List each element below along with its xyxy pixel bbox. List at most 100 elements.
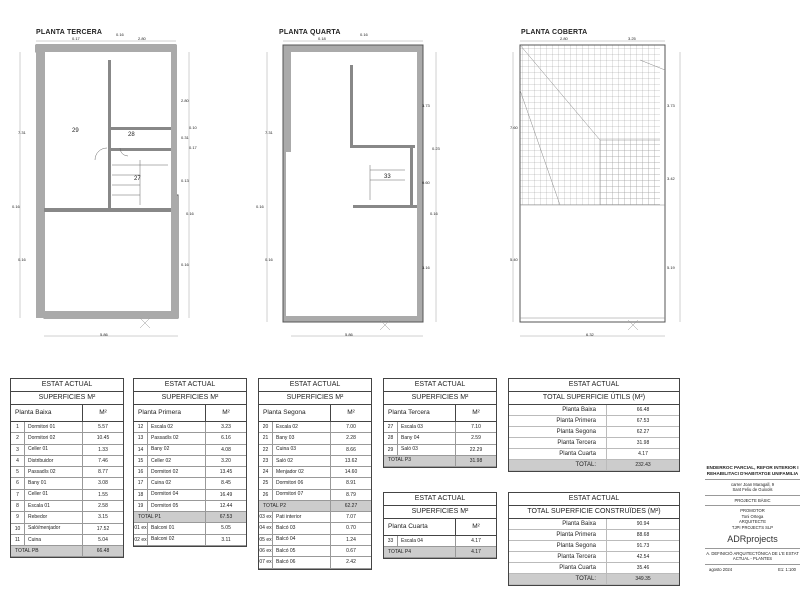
room-area: 17.52 bbox=[82, 523, 123, 534]
room-id: 5 bbox=[11, 467, 25, 478]
floor-area: 67.53 bbox=[606, 416, 679, 426]
room-id: 18 bbox=[134, 489, 148, 501]
total-label: TOTAL: bbox=[575, 462, 596, 468]
room-name: Dormitori 05 bbox=[151, 502, 179, 509]
room-area: 1.55 bbox=[82, 489, 123, 501]
table-header: ESTAT ACTUAL bbox=[384, 493, 496, 506]
room-id: 21 bbox=[259, 433, 273, 444]
dimension-label: 0.16 bbox=[265, 257, 273, 262]
dimension-label: 0.23 bbox=[432, 146, 440, 151]
architects-name: TJPI PROJECTS SLP bbox=[731, 524, 774, 530]
room-area: 13.45 bbox=[205, 467, 246, 478]
room-area: 5.04 bbox=[82, 534, 123, 546]
total-label: TOTAL P4 bbox=[388, 548, 411, 555]
room-area: 7.07 bbox=[330, 512, 371, 523]
brand-logo: ADRprojects bbox=[727, 534, 778, 545]
room-id: 33 bbox=[384, 536, 398, 547]
room-id: 20 bbox=[259, 422, 273, 433]
room-area: 10.45 bbox=[82, 433, 123, 444]
room-area: 2.42 bbox=[330, 557, 371, 568]
room-name: Cuina 02 bbox=[151, 480, 172, 487]
dimension-label: 0.10 bbox=[189, 125, 197, 130]
room-name: Bany 02 bbox=[151, 446, 170, 453]
title-block: ENDERROC PARCIAL, REFOR INTERIOR I REHAB… bbox=[705, 465, 800, 572]
room-area: 0.70 bbox=[330, 523, 371, 534]
room-id: 24 bbox=[259, 467, 273, 478]
room-name: Dormitori 02 bbox=[151, 468, 179, 475]
floor-name: Planta Tercera bbox=[557, 440, 596, 446]
floor-plans-drawing bbox=[19, 40, 681, 337]
floor-area: 88.68 bbox=[606, 530, 679, 540]
dimension-label: 0.16 bbox=[186, 211, 194, 216]
room-id: 01 ex bbox=[134, 523, 148, 534]
dimension-label: 0.16 bbox=[116, 32, 124, 37]
column-floor: Planta Primera bbox=[138, 408, 181, 416]
table-subheader: SUPERFICIES M² bbox=[259, 392, 371, 405]
table-header: ESTAT ACTUAL bbox=[384, 379, 496, 392]
table-subheader: SUPERFICIES M² bbox=[384, 392, 496, 405]
room-name: Dormitori 01 bbox=[28, 423, 56, 430]
room-name: Celler 01 bbox=[28, 491, 49, 498]
table-header: ESTAT ACTUAL bbox=[259, 379, 371, 392]
room-name: Bany 01 bbox=[28, 480, 47, 487]
floor-area: 91.73 bbox=[606, 541, 679, 551]
room-area: 1.33 bbox=[82, 444, 123, 455]
room-name: Balconi 01 bbox=[151, 525, 175, 532]
total-value: 66.48 bbox=[82, 546, 123, 557]
room-name: Dormitori 06 bbox=[276, 480, 304, 487]
room-id: 12 bbox=[134, 422, 148, 433]
dimension-label: 0.13 bbox=[181, 178, 189, 183]
room-area: 7.00 bbox=[330, 422, 371, 433]
room-name: Dormitori 02 bbox=[28, 434, 56, 441]
total-value: 62.27 bbox=[330, 501, 371, 512]
total-value: 67.53 bbox=[205, 512, 246, 523]
dimension-label: 3.42 bbox=[667, 176, 675, 181]
surface-table-planta-primera: ESTAT ACTUAL SUPERFICIES M² Planta Prime… bbox=[133, 378, 247, 547]
dimension-label: 2.80 bbox=[560, 36, 568, 41]
room-id: 15 bbox=[134, 455, 148, 467]
room-area: 3.11 bbox=[205, 534, 246, 545]
table-subheader: TOTAL SUPERFICIE CONSTRUÏDES (M²) bbox=[509, 506, 679, 519]
dimension-label: 3.73 bbox=[667, 103, 675, 108]
dimension-label: 7.31 bbox=[265, 130, 273, 135]
sheet-title: A. DEFINICIÓ ARQUITECTÒNICA DE L'E ESTAT… bbox=[706, 550, 799, 562]
total-label: TOTAL P1 bbox=[138, 513, 161, 520]
dimension-label: 7.31 bbox=[18, 130, 26, 135]
dimension-label: 0.17 bbox=[189, 145, 197, 150]
dimension-label: 3.25 bbox=[628, 36, 636, 41]
room-id: 22 bbox=[259, 444, 273, 455]
column-floor: Planta Cuarta bbox=[388, 522, 428, 530]
dimension-label: 0.16 bbox=[430, 211, 438, 216]
room-area: 8.91 bbox=[330, 478, 371, 489]
room-name: Pati interior bbox=[276, 513, 302, 520]
project-phase: PROJECTE BÀSIC bbox=[734, 497, 771, 503]
table-header: ESTAT ACTUAL bbox=[134, 379, 246, 392]
room-name: Saló/menjador bbox=[28, 525, 61, 532]
room-id: 2 bbox=[11, 433, 25, 444]
floor-area: 31.98 bbox=[606, 438, 679, 448]
column-unit: M² bbox=[82, 405, 123, 421]
room-name: Saló 02 bbox=[276, 457, 293, 464]
table-subheader: SUPERFICIES M² bbox=[11, 392, 123, 405]
